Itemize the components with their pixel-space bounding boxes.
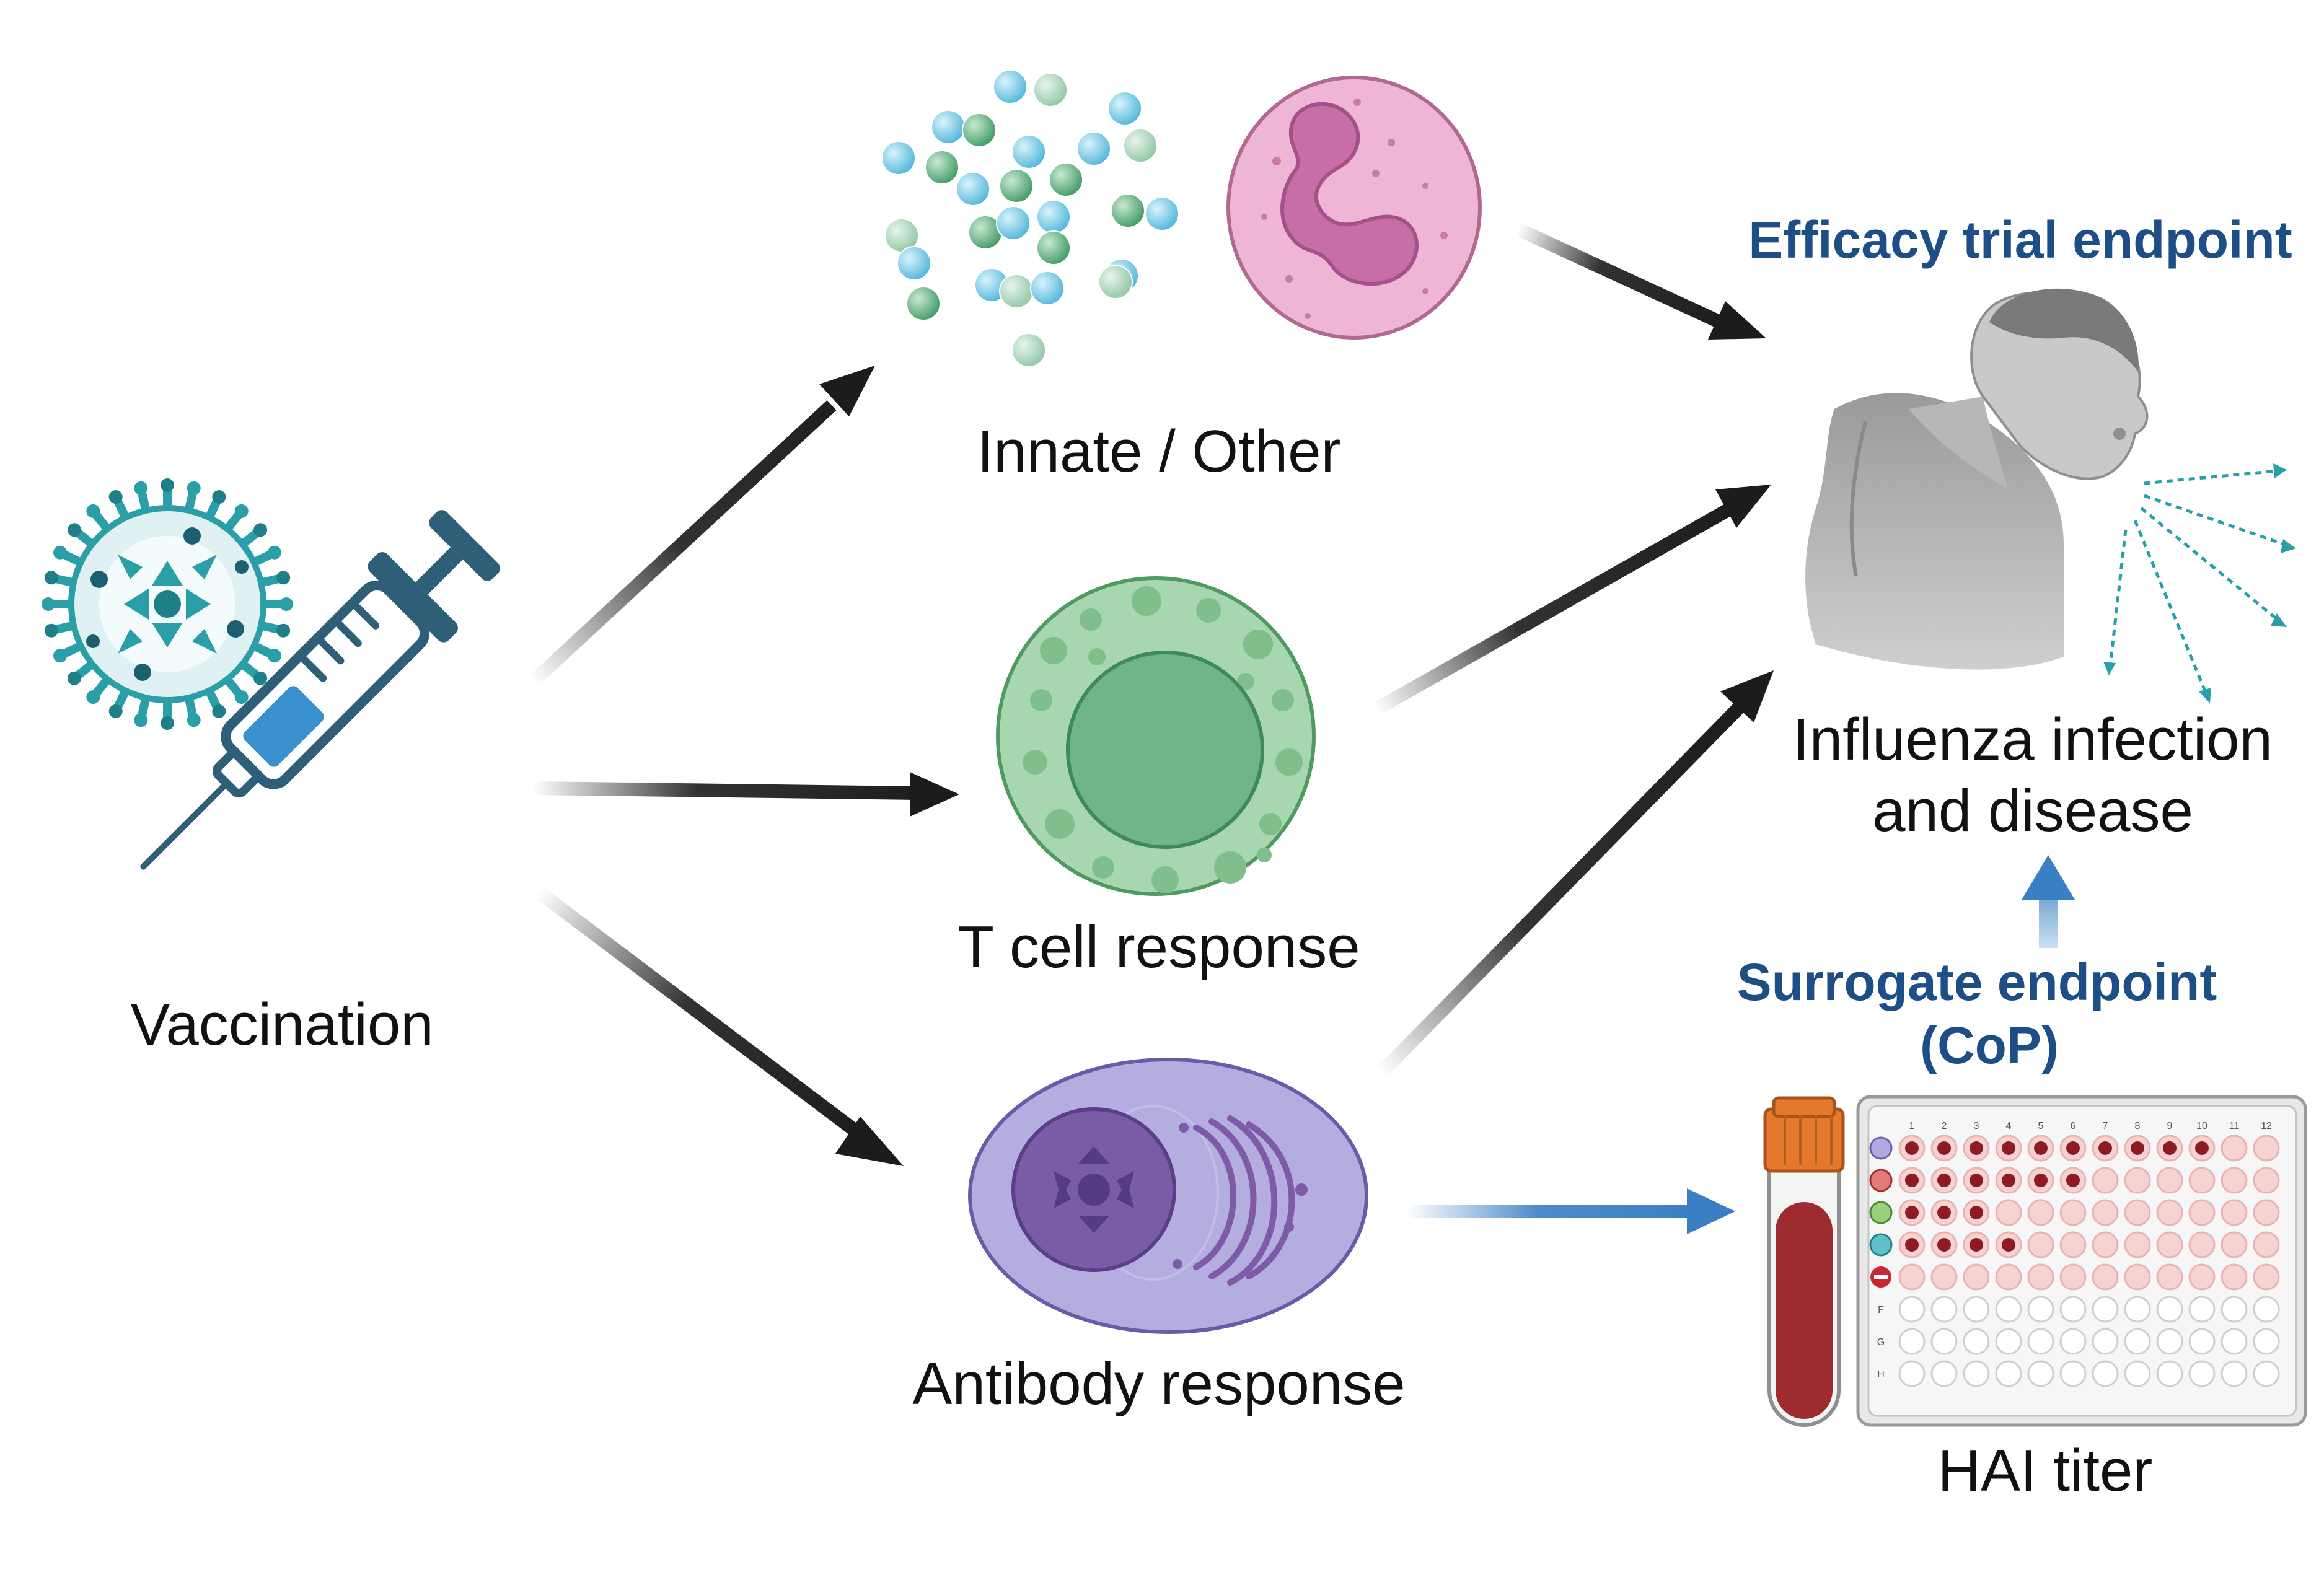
granules-icon — [881, 69, 1179, 367]
svg-text:5: 5 — [2038, 1121, 2044, 1131]
b-cell-icon — [968, 1058, 1368, 1334]
svg-text:9: 9 — [2167, 1121, 2173, 1131]
label-antibody-response: Antibody response — [912, 1351, 1406, 1417]
svg-text:4: 4 — [2006, 1121, 2012, 1131]
blood-tube-icon — [1763, 1096, 1845, 1427]
arrow-innate-to-infection — [1515, 223, 1766, 340]
svg-text:6: 6 — [2071, 1121, 2076, 1131]
svg-text:2: 2 — [1942, 1121, 1947, 1131]
label-surrogate-endpoint: Surrogate endpoint — [1736, 953, 2217, 1011]
arrow-vaccination-to-antibody — [535, 887, 904, 1166]
label-efficacy-endpoint: Efficacy trial endpoint — [1748, 211, 2292, 269]
neutrophil-icon — [1226, 76, 1482, 340]
arrow-vaccination-to-tcell — [532, 772, 959, 817]
svg-text:F: F — [1878, 1305, 1884, 1315]
label-cop: (CoP) — [1920, 1016, 2059, 1074]
svg-text:8: 8 — [2135, 1121, 2141, 1131]
svg-text:G: G — [1877, 1337, 1885, 1348]
svg-text:7: 7 — [2103, 1121, 2108, 1131]
label-innate-other: Innate / Other — [977, 418, 1341, 485]
label-hai-titer: HAI titer — [1937, 1437, 2153, 1504]
sick-person-icon — [1805, 288, 2149, 670]
label-t-cell-response: T cell response — [957, 914, 1360, 980]
sneeze-droplets-icon — [2108, 469, 2287, 695]
arrow-vaccination-to-innate — [528, 366, 875, 687]
label-infection-line1: Influenza infection — [1793, 706, 2273, 773]
t-cell-icon — [996, 576, 1316, 896]
svg-text:3: 3 — [1974, 1121, 1979, 1131]
arrow-antibody-to-hai — [1407, 1188, 1735, 1234]
arrow-antibody-to-infection — [1377, 670, 1774, 1077]
arrow-hai-to-infection — [2022, 855, 2075, 948]
syringe-icon — [140, 510, 500, 870]
svg-text:10: 10 — [2196, 1121, 2207, 1131]
svg-text:1: 1 — [1909, 1121, 1915, 1131]
svg-text:12: 12 — [2261, 1121, 2272, 1131]
virus-icon — [42, 478, 293, 730]
arrow-tcell-to-infection — [1372, 485, 1771, 716]
antigen-icons — [1869, 1136, 1893, 1288]
label-vaccination: Vaccination — [130, 991, 434, 1058]
label-infection-line2: and disease — [1872, 778, 2193, 844]
svg-text:11: 11 — [2229, 1121, 2240, 1131]
svg-text:H: H — [1877, 1369, 1885, 1380]
